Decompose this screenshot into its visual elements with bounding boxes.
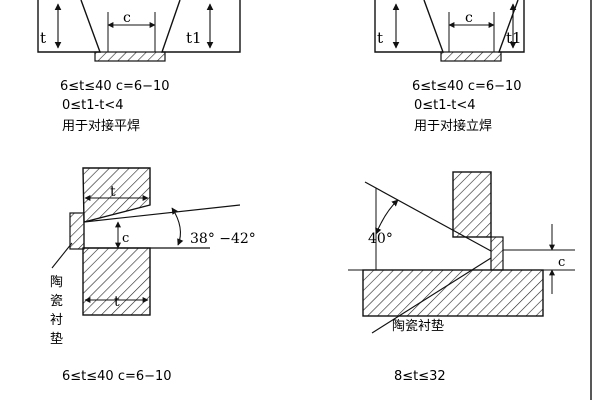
bottom-right-note-1: 8≤t≤32 <box>394 369 446 384</box>
bottom-left-angle: 38° −42° <box>190 231 256 247</box>
top-left-note-2: 0≤t1-t<4 <box>62 98 123 113</box>
top-left-note-1: 6≤t≤40 c=6−10 <box>60 79 170 94</box>
bottom-left-lower-plate <box>82 247 151 316</box>
bottom-left-ceramic-backing <box>69 212 85 250</box>
bottom-left-backing-char-1: 陶 <box>50 274 63 290</box>
bottom-left-dim-t-bottom: t <box>114 294 120 310</box>
bottom-left-dim-t-top: t <box>110 184 116 200</box>
bottom-left-upper-plate <box>82 167 151 223</box>
bottom-right-ceramic-backing <box>490 236 504 271</box>
top-left-dim-c: c <box>123 10 131 26</box>
bottom-left-backing-char-4: 垫 <box>50 331 63 347</box>
bottom-left-dim-c: c <box>122 231 129 246</box>
bottom-left-backing-label: 陶 瓷 衬 垫 <box>50 274 63 347</box>
bottom-right-backing-label: 陶瓷衬垫 <box>392 318 444 334</box>
top-left-backing-bar <box>94 51 166 62</box>
top-right-backing-bar <box>440 51 502 62</box>
top-right-dim-c: c <box>465 10 473 26</box>
bottom-left-joint: t c t 38° −42° 陶 瓷 衬 垫 6≤t≤40 c=6−10 <box>50 167 256 384</box>
bottom-right-dim-c: c <box>558 255 565 270</box>
top-right-note-1: 6≤t≤40 c=6−10 <box>412 79 522 94</box>
top-left-joint: t c t1 <box>37 0 241 62</box>
top-left-dim-t: t <box>40 29 46 47</box>
top-right-joint: t c t1 <box>374 0 525 62</box>
bottom-right-upper-plate <box>452 171 492 238</box>
top-right-dim-t1: t1 <box>506 29 522 47</box>
top-right-note-3: 用于对接立焊 <box>414 118 492 134</box>
top-left-notes: 6≤t≤40 c=6−10 0≤t1-t<4 用于对接平焊 <box>60 79 170 134</box>
top-right-notes: 6≤t≤40 c=6−10 0≤t1-t<4 用于对接立焊 <box>412 79 522 134</box>
bottom-left-backing-char-3: 衬 <box>50 313 63 328</box>
bottom-left-backing-char-2: 瓷 <box>50 294 63 309</box>
top-right-note-2: 0≤t1-t<4 <box>414 98 475 113</box>
bottom-right-base-plate <box>362 269 544 317</box>
top-left-plates <box>37 0 241 53</box>
top-left-dim-t1: t1 <box>186 29 202 47</box>
top-right-dim-t: t <box>377 29 383 47</box>
top-right-plates <box>374 0 525 53</box>
bottom-left-note-1: 6≤t≤40 c=6−10 <box>62 369 172 384</box>
top-left-note-3: 用于对接平焊 <box>62 118 140 134</box>
bottom-right-angle: 40° <box>368 231 393 247</box>
bottom-right-joint: 40° c 陶瓷衬垫 8≤t≤32 <box>348 171 575 384</box>
